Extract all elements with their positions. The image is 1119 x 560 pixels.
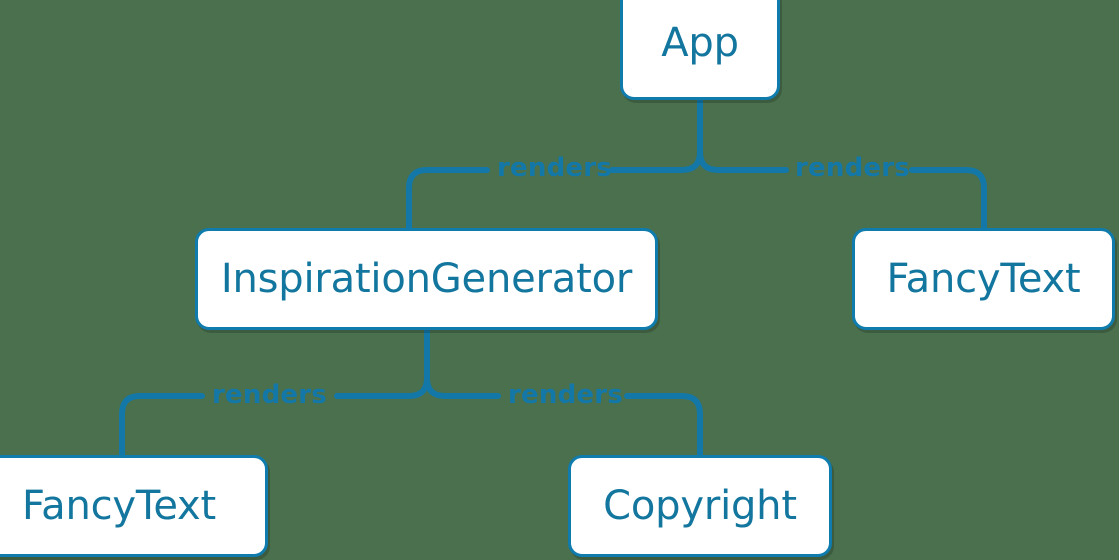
edge-label-app-to-fancytext-right: renders — [795, 153, 910, 183]
node-copyright[interactable]: Copyright — [568, 455, 832, 557]
node-fancytext-bottom-left[interactable]: FancyText — [0, 455, 268, 557]
edge-app-to-fancytext-right-seg2 — [909, 167, 987, 231]
node-fancytext-right-label: FancyText — [886, 256, 1081, 302]
node-app[interactable]: App — [620, 0, 780, 100]
node-fancytext-bottom-left-label: FancyText — [22, 483, 216, 529]
edge-app-stem-right — [697, 149, 721, 173]
edge-inspirationgenerator-to-fancytext-bottom-seg2 — [119, 393, 205, 458]
edge-inspirationgenerator-stem-right — [424, 375, 448, 399]
node-app-label: App — [661, 20, 739, 66]
edge-label-app-to-inspirationgenerator: renders — [497, 153, 612, 183]
edge-inspirationgenerator-to-copyright-seg2 — [624, 393, 703, 458]
edge-label-inspirationgenerator-to-fancytext-bottom-left: renders — [212, 380, 327, 410]
edge-inspirationgenerator-stem — [406, 327, 430, 399]
edge-app-stem — [679, 97, 703, 173]
edge-app-to-inspirationgenerator-seg2 — [406, 167, 490, 231]
node-copyright-label: Copyright — [603, 483, 797, 529]
node-inspirationgenerator[interactable]: InspirationGenerator — [195, 228, 658, 330]
node-inspirationgenerator-label: InspirationGenerator — [220, 256, 633, 302]
edge-label-inspirationgenerator-to-copyright: renders — [508, 380, 623, 410]
node-fancytext-right[interactable]: FancyText — [852, 228, 1115, 330]
